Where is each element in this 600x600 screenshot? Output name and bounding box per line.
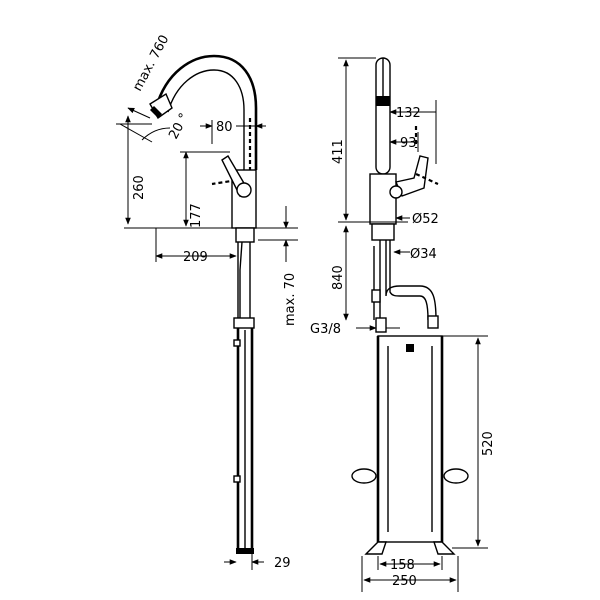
side-view: max. 760 20 ° 80 260 177 209 max. 70 xyxy=(116,33,298,571)
dim-411: 411 xyxy=(331,139,346,164)
front-view: 411 132 93 Ø52 Ø34 840 G3/8 520 158 xyxy=(310,57,496,592)
spout-outer xyxy=(154,54,258,170)
mounting-rod xyxy=(236,328,254,550)
dim-132: 132 xyxy=(396,106,421,121)
spout-inner xyxy=(167,69,245,170)
dim-177: 177 xyxy=(189,203,204,228)
dim-80: 80 xyxy=(216,120,233,135)
supply-hoses xyxy=(237,242,251,320)
dim-34: Ø34 xyxy=(410,247,437,262)
dim-29: 29 xyxy=(274,556,291,571)
dim-250: 250 xyxy=(392,574,417,589)
front-body xyxy=(369,173,397,225)
front-handle xyxy=(395,155,429,197)
dim-840: 840 xyxy=(331,265,346,290)
dim-520: 520 xyxy=(481,431,496,456)
dim-209: 209 xyxy=(183,250,208,265)
dim-52: Ø52 xyxy=(412,212,439,227)
dim-93: 93 xyxy=(400,136,417,151)
dim-angle-20: 20 ° xyxy=(166,111,192,142)
front-hoses xyxy=(379,240,437,321)
dim-260: 260 xyxy=(132,175,147,200)
dim-max-70: max. 70 xyxy=(283,273,298,326)
dim-g3-8: G3/8 xyxy=(310,322,341,337)
dim-158: 158 xyxy=(390,558,415,573)
